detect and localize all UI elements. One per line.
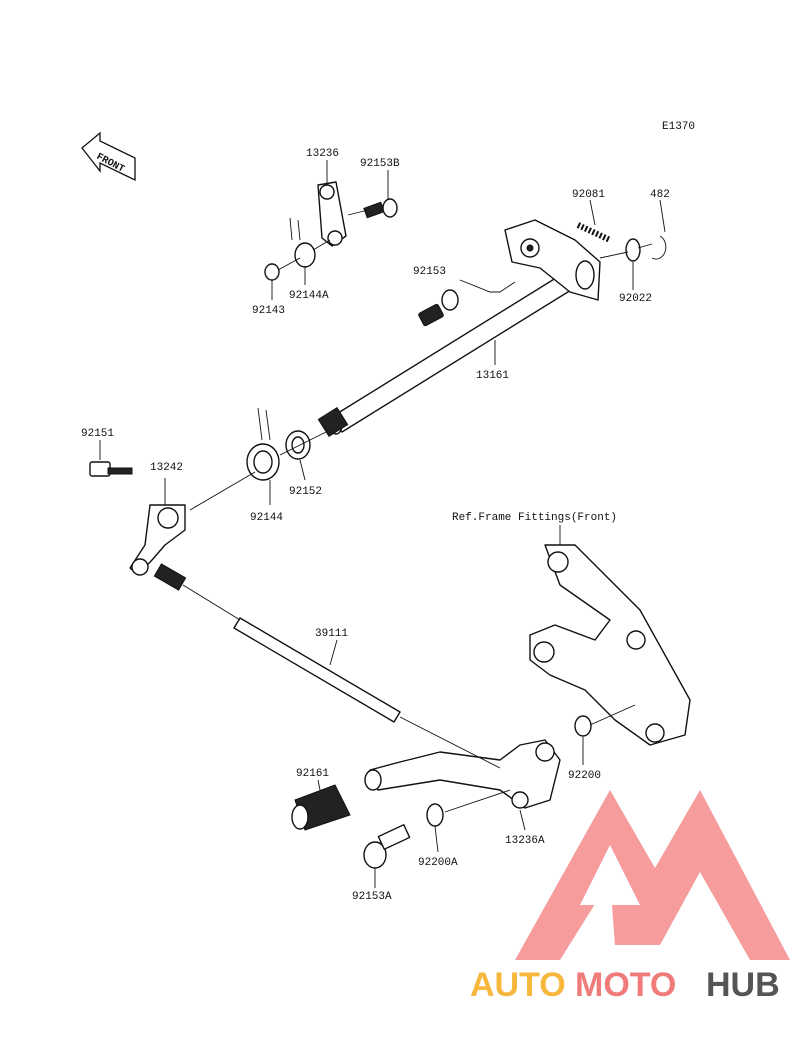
leader-lines — [99, 160, 666, 888]
label-92153B: 92153B — [360, 158, 400, 170]
spring-92081 — [576, 222, 612, 243]
watermark-moto: MOTO — [575, 966, 676, 1004]
watermark-logo-icon — [515, 790, 790, 960]
washer-92022 — [625, 238, 641, 262]
watermark-auto: AUTO — [470, 966, 566, 1004]
label-92144: 92144 — [250, 512, 283, 524]
tie-rod-39111 — [153, 563, 401, 723]
washer-92200 — [574, 715, 592, 737]
label-92151: 92151 — [81, 428, 114, 440]
shift-pedal-13236A — [364, 739, 561, 809]
shift-lever-13242 — [129, 504, 186, 576]
label-13161: 13161 — [476, 370, 509, 382]
spring-92144A — [289, 217, 316, 268]
bolt-92153 — [418, 289, 459, 327]
washer-92200A — [426, 803, 444, 827]
label-92022: 92022 — [619, 293, 652, 305]
label-13236A: 13236A — [505, 835, 545, 847]
bolt-92153B — [363, 198, 398, 219]
shift-arm — [504, 219, 601, 301]
label-92200A: 92200A — [418, 857, 458, 869]
label-92081: 92081 — [572, 189, 605, 201]
diagram-code: E1370 — [662, 121, 695, 133]
bolt-92153A — [363, 824, 411, 869]
label-482: 482 — [650, 189, 670, 201]
label-ref-frame-fittings: Ref.Frame Fittings(Front) — [452, 512, 617, 524]
label-92143: 92143 — [252, 305, 285, 317]
assembly-lines — [182, 209, 653, 813]
label-13242: 13242 — [150, 462, 183, 474]
watermark-brand: AUTO MOTO HUB — [470, 966, 780, 1004]
front-arrow-icon: FRONT — [81, 131, 136, 182]
watermark-hub: HUB — [706, 966, 780, 1004]
part-labels: 13236 92153B 92081 482 92153 92022 92143… — [81, 148, 670, 903]
label-92161: 92161 — [296, 768, 329, 780]
circlip-482 — [651, 235, 667, 260]
label-13236: 13236 — [306, 148, 339, 160]
label-92144A: 92144A — [289, 290, 329, 302]
label-92153: 92153 — [413, 266, 446, 278]
rubber-92161 — [291, 784, 351, 831]
spring-92144 — [246, 407, 280, 481]
bolt-92151 — [89, 461, 133, 477]
label-92200: 92200 — [568, 770, 601, 782]
lever-13236 — [317, 181, 347, 247]
collar-92143 — [264, 263, 280, 281]
label-92152: 92152 — [289, 486, 322, 498]
label-39111: 39111 — [315, 628, 348, 640]
label-92153A: 92153A — [352, 891, 392, 903]
collar-92152 — [285, 430, 311, 460]
frame-fitting-front — [529, 544, 691, 746]
